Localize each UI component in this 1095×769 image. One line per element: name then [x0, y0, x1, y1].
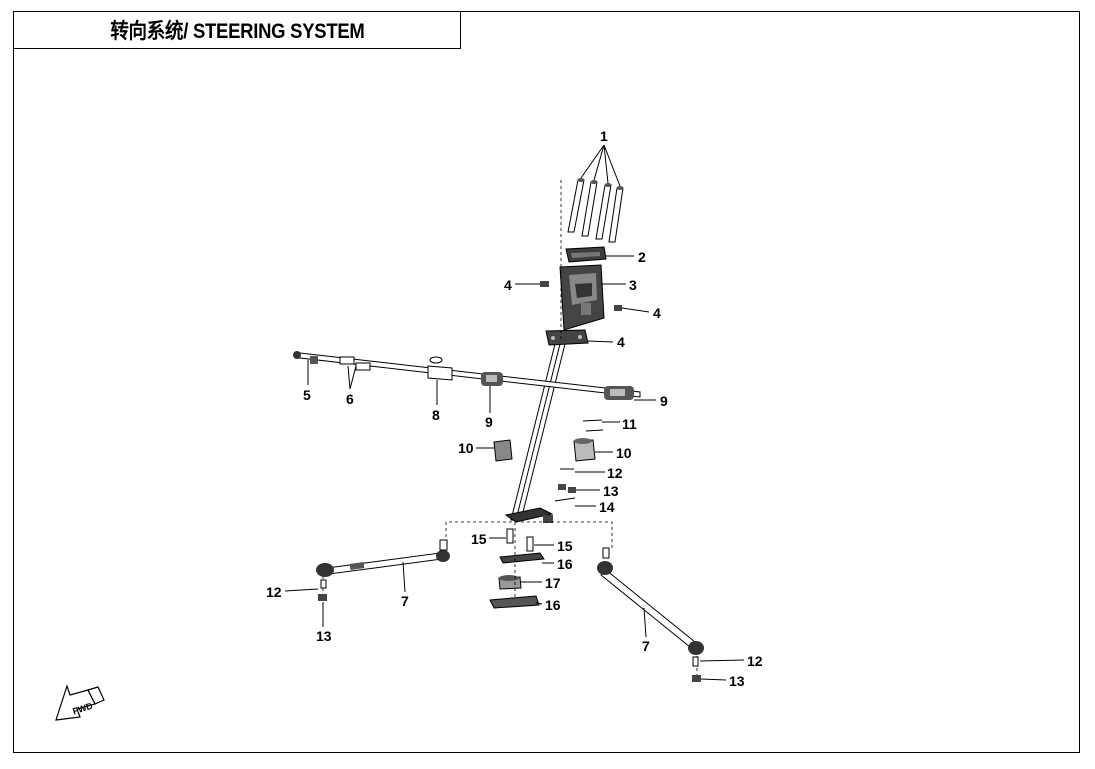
title-block: 转向系统/ STEERING SYSTEM [13, 11, 461, 49]
callout-4-plate: 4 [617, 334, 625, 350]
drawing-frame [13, 11, 1080, 753]
callout-5: 5 [303, 387, 311, 403]
callout-10-left: 10 [458, 440, 474, 456]
steering-column [510, 339, 567, 521]
side-bolts [540, 281, 622, 311]
springs [582, 419, 604, 432]
lower-hardware [554, 468, 576, 502]
lower-clamp-plate [545, 329, 589, 346]
callout-13-center: 13 [603, 483, 619, 499]
callout-7-left: 7 [401, 593, 409, 609]
callout-16-lower: 16 [545, 597, 561, 613]
callout-11: 11 [622, 416, 637, 432]
callout-12-right: 12 [747, 653, 763, 669]
tie-rod-left [316, 539, 450, 601]
callout-2: 2 [638, 249, 646, 265]
callout-6: 6 [346, 391, 354, 407]
callout-13-left: 13 [316, 628, 332, 644]
callout-9-left: 9 [485, 414, 493, 430]
bushings [493, 438, 596, 462]
tie-rod-right [597, 547, 704, 682]
callout-12-left: 12 [266, 584, 282, 600]
callout-14: 14 [599, 499, 615, 515]
callout-1: 1 [600, 128, 608, 144]
lower-bracket [504, 507, 554, 523]
pitman-arm-stack [489, 528, 545, 609]
callout-4-left: 4 [504, 277, 512, 293]
callout-4-right: 4 [653, 305, 661, 321]
leader-lines [284, 144, 745, 681]
forward-arrow-icon: FWD [55, 684, 105, 721]
callout-3: 3 [629, 277, 637, 293]
callout-8: 8 [432, 407, 440, 423]
cross-shaft [293, 351, 641, 400]
callout-numbers: 1 2 3 4 4 4 5 6 8 9 9 10 10 11 12 13 14 … [266, 128, 763, 689]
callout-15-right: 15 [557, 538, 573, 554]
column-housing [559, 264, 605, 331]
column-bolts [567, 178, 624, 243]
callout-16-upper: 16 [557, 556, 573, 572]
callout-10-right: 10 [616, 445, 632, 461]
callout-17: 17 [545, 575, 561, 591]
callout-9-right: 9 [660, 393, 668, 409]
callout-15-left: 15 [471, 531, 487, 547]
top-clamp-plate [565, 246, 607, 263]
callout-13-right: 13 [729, 673, 745, 689]
callout-7-right: 7 [642, 638, 650, 654]
page-title: 转向系统/ STEERING SYSTEM [109, 20, 365, 43]
callout-12-center: 12 [607, 465, 623, 481]
